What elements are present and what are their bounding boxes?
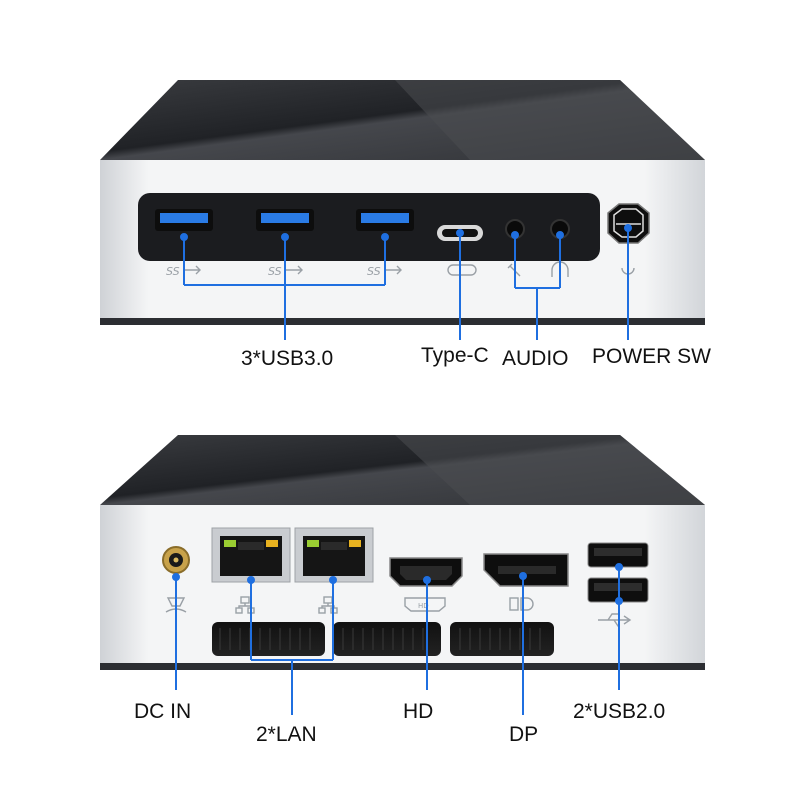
vent-right [450,622,554,656]
typec-label: Type-C [421,344,489,367]
lan-port-2[interactable] [294,527,374,583]
usb-ss-icon: SS [268,265,303,278]
usb-ss-icon: SS [166,265,201,278]
vent-center [333,622,441,656]
usb3-port-1[interactable] [155,209,213,231]
hdmi-label: HD [403,700,434,723]
dc-in-label: DC IN [134,700,192,723]
dc-in-port[interactable] [162,546,190,574]
displayport-port[interactable] [483,553,569,587]
displayport-icon [509,597,534,611]
usb3-label: 3*USB3.0 [241,347,334,370]
usb2-label: 2*USB2.0 [573,700,666,723]
svg-text:SS: SS [166,265,180,278]
audio-label: AUDIO [502,347,569,370]
rear-unit: HD [100,435,705,715]
svg-text:HD: HD [418,602,429,610]
usb-ss-icon: SS [367,265,402,278]
svg-text:SS: SS [367,265,381,278]
lan-label: 2*LAN [256,723,317,746]
front-unit: SS SS SS [100,80,705,340]
hdmi-port[interactable] [389,557,463,587]
usb3-port-2[interactable] [256,209,314,231]
usb3-port-3[interactable] [356,209,414,231]
svg-text:SS: SS [268,265,282,278]
power-button[interactable] [607,203,650,244]
usb2-port-1[interactable] [587,542,649,568]
lan-port-1[interactable] [211,527,291,583]
usb-icon [598,613,632,627]
displayport-label: DP [509,723,539,746]
rear-callouts [172,563,623,715]
hdmi-icon: HD [404,597,446,612]
front-callouts [180,224,632,340]
typec-icon [447,264,477,276]
power-switch-label: POWER SW [592,345,711,368]
vent-left [212,622,325,656]
